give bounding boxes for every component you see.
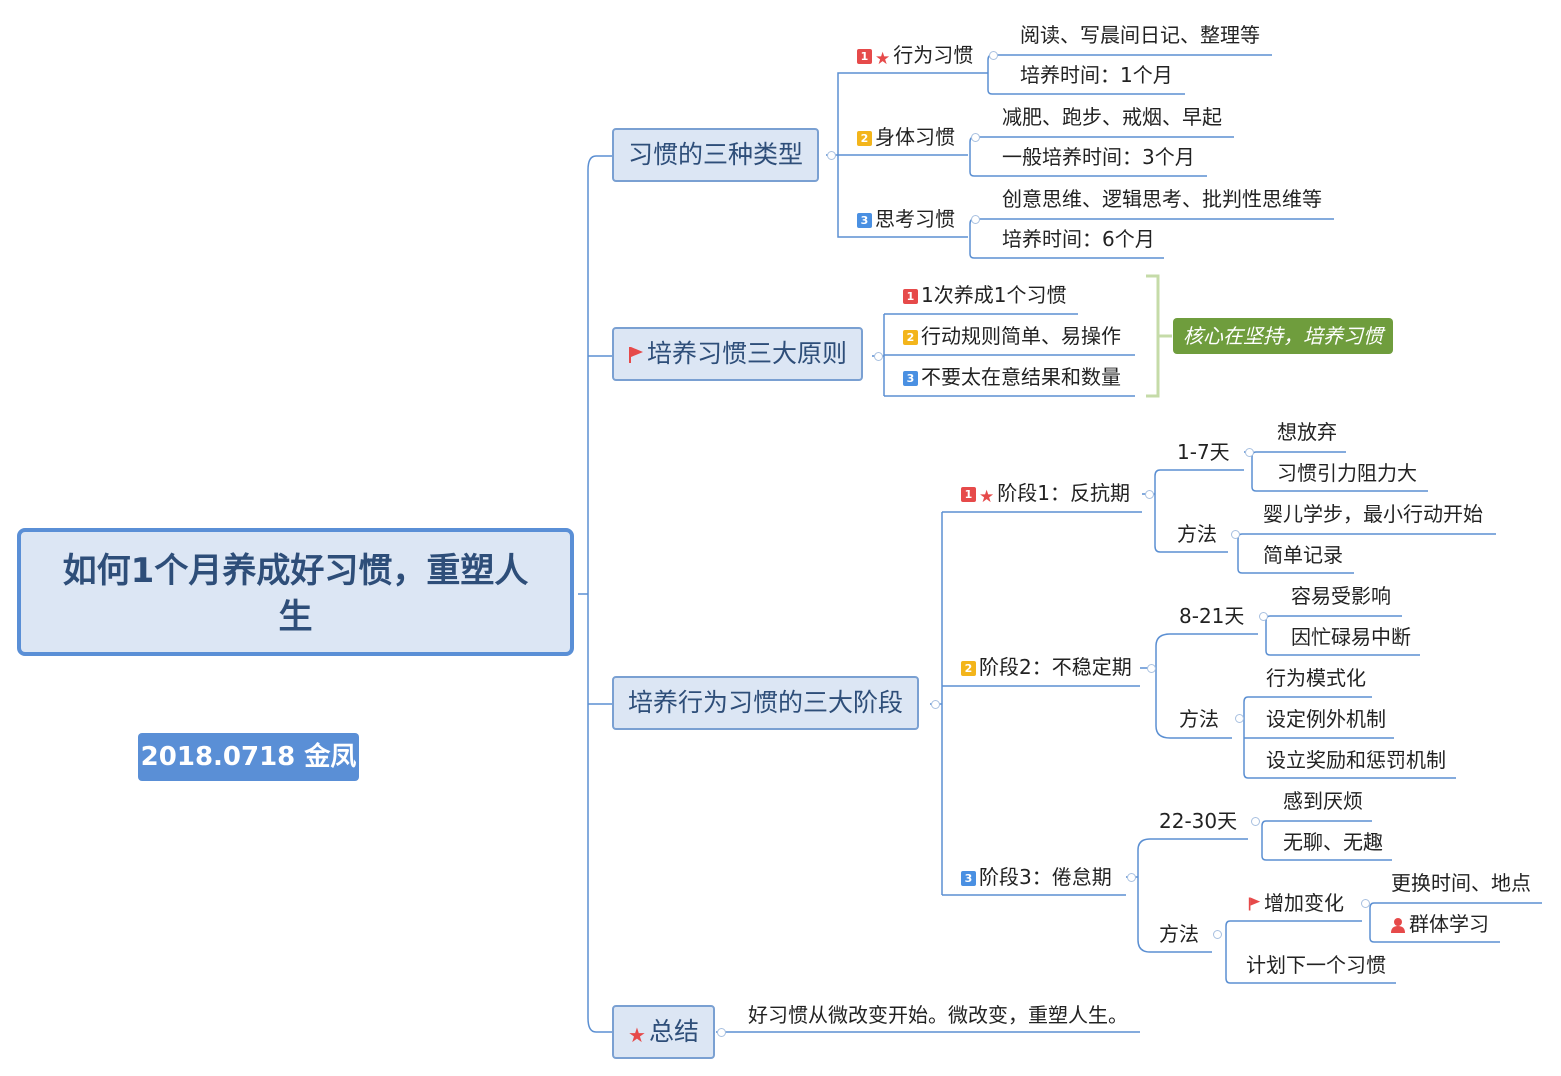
type-behavior[interactable]: 1★行为习惯 [857, 42, 973, 72]
stage-3-next[interactable]: 计划下一个习惯 [1246, 953, 1386, 977]
branch-habit-types[interactable]: 习惯的三种类型 [612, 128, 820, 182]
stage-1-method-item[interactable]: 简单记录 [1263, 543, 1343, 567]
collapse-icon[interactable] [1259, 612, 1268, 621]
collapse-icon[interactable] [1213, 930, 1222, 939]
stage-label: 阶段1：反抗期 [997, 481, 1130, 505]
collapse-icon[interactable] [1127, 873, 1136, 882]
collapse-icon[interactable] [971, 215, 980, 224]
star-icon: ★ [875, 49, 891, 69]
stage-1-period-item[interactable]: 习惯引力阻力大 [1277, 461, 1417, 485]
principles-summary[interactable]: 核心在坚持，培养习惯 [1173, 318, 1393, 354]
principle-label: 行动规则简单、易操作 [921, 324, 1121, 348]
priority-3-icon: 3 [961, 871, 976, 886]
person-icon [1390, 913, 1406, 939]
star-icon: ★ [979, 487, 995, 507]
stage-1-method-item[interactable]: 婴儿学步，最小行动开始 [1263, 502, 1483, 526]
principle-label: 不要太在意结果和数量 [921, 365, 1121, 389]
collapse-icon[interactable] [971, 133, 980, 142]
branch-principles[interactable]: 培养习惯三大原则 [612, 327, 864, 381]
stage-1[interactable]: 1★阶段1：反抗期 [961, 480, 1130, 510]
stage-2-method[interactable]: 方法 [1179, 707, 1219, 731]
stage-1-period-item[interactable]: 想放弃 [1277, 420, 1337, 444]
collapse-icon[interactable] [1145, 490, 1154, 499]
branch-summary[interactable]: ★总结 [612, 1005, 715, 1059]
stage-2-method-item[interactable]: 设立奖励和惩罚机制 [1266, 748, 1446, 772]
priority-3-icon: 3 [903, 371, 918, 386]
star-icon: ★ [628, 1023, 646, 1047]
stage-2-period-item[interactable]: 因忙碌易中断 [1291, 625, 1411, 649]
priority-1-icon: 1 [857, 49, 872, 64]
stage-1-method[interactable]: 方法 [1177, 522, 1217, 546]
priority-2-icon: 2 [857, 131, 872, 146]
priority-2-icon: 2 [903, 330, 918, 345]
collapse-icon[interactable] [931, 700, 940, 709]
branch-label: 培养习惯三大原则 [647, 339, 848, 368]
priority-3-icon: 3 [857, 213, 872, 228]
add-change-item-label: 群体学习 [1409, 912, 1489, 936]
type-label: 思考习惯 [875, 207, 955, 231]
collapse-icon[interactable] [1235, 714, 1244, 723]
branch-label: 培养行为习惯的三大阶段 [628, 688, 904, 717]
collapse-icon[interactable] [989, 51, 998, 60]
priority-1-icon: 1 [961, 487, 976, 502]
type-label: 身体习惯 [875, 125, 955, 149]
flag-icon [1248, 892, 1261, 918]
stage-2-period-item[interactable]: 容易受影响 [1291, 584, 1391, 608]
flag-icon [628, 331, 644, 381]
stage-2-method-item[interactable]: 设定例外机制 [1266, 707, 1386, 731]
summary-text[interactable]: 好习惯从微改变开始。微改变，重塑人生。 [748, 1003, 1128, 1027]
stage-2-method-item[interactable]: 行为模式化 [1266, 666, 1366, 690]
stage-2-period[interactable]: 8-21天 [1179, 604, 1245, 628]
add-change-label: 增加变化 [1264, 891, 1344, 915]
type-body-examples[interactable]: 减肥、跑步、戒烟、早起 [1002, 105, 1222, 129]
stage-3-period-item[interactable]: 无聊、无趣 [1283, 830, 1383, 854]
type-thinking-examples[interactable]: 创意思维、逻辑思考、批判性思维等 [1002, 187, 1322, 211]
date-label: 2018.0718 金凤 [138, 733, 359, 781]
type-label: 行为习惯 [893, 43, 974, 67]
collapse-icon[interactable] [717, 1028, 726, 1037]
branch-label: 总结 [648, 1017, 699, 1046]
principle-label: 1次养成1个习惯 [921, 283, 1067, 307]
collapse-icon[interactable] [1251, 817, 1260, 826]
collapse-icon[interactable] [1361, 899, 1370, 908]
collapse-icon[interactable] [1147, 664, 1156, 673]
collapse-icon[interactable] [1231, 530, 1240, 539]
stage-label: 阶段2：不稳定期 [979, 655, 1132, 679]
stage-3-period[interactable]: 22-30天 [1159, 809, 1238, 833]
collapse-icon[interactable] [827, 151, 836, 160]
type-body-time[interactable]: 一般培养时间：3个月 [1002, 145, 1195, 169]
add-change-item[interactable]: 更换时间、地点 [1391, 871, 1531, 895]
stage-1-period[interactable]: 1-7天 [1177, 440, 1230, 464]
stage-3-method[interactable]: 方法 [1159, 922, 1199, 946]
stage-3-add-change[interactable]: 增加变化 [1248, 890, 1344, 918]
collapse-icon[interactable] [874, 352, 883, 361]
priority-2-icon: 2 [961, 661, 976, 676]
branch-stages[interactable]: 培养行为习惯的三大阶段 [612, 676, 920, 730]
priority-1-icon: 1 [903, 289, 918, 304]
add-change-item[interactable]: 群体学习 [1390, 911, 1489, 939]
stage-label: 阶段3：倦怠期 [979, 865, 1112, 889]
collapse-icon[interactable] [1245, 448, 1254, 457]
root-topic[interactable]: 如何1个月养成好习惯，重塑人生 [17, 528, 574, 656]
type-behavior-examples[interactable]: 阅读、写晨间日记、整理等 [1020, 23, 1260, 47]
type-thinking-time[interactable]: 培养时间：6个月 [1002, 227, 1155, 251]
type-behavior-time[interactable]: 培养时间：1个月 [1020, 63, 1173, 87]
branch-label: 习惯的三种类型 [628, 140, 804, 169]
stage-3-period-item[interactable]: 感到厌烦 [1283, 789, 1363, 813]
